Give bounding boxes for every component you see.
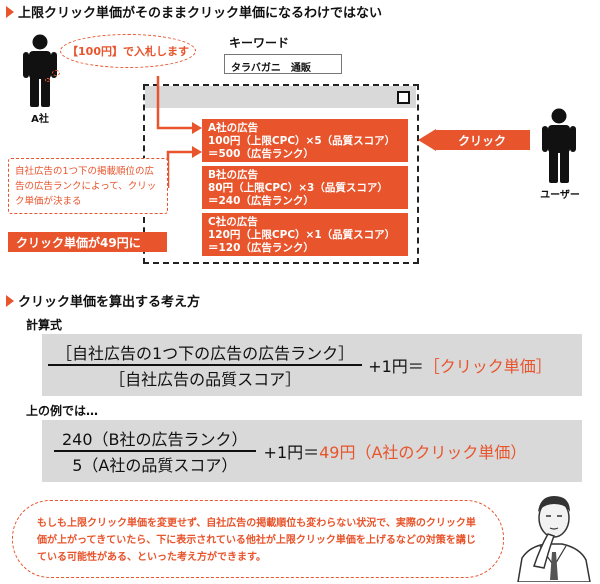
connector-arrows <box>156 76 202 188</box>
bid-arrowhead-icon <box>192 122 202 134</box>
ad-c-line2: ＝120（広告ランク） <box>208 242 314 254</box>
formula-example-denominator: 5（A社の品質スコア） <box>72 456 238 475</box>
ad-c[interactable]: C社の広告 120円（上限CPC）×1（品質スコア） ＝120（広告ランク） <box>202 213 408 256</box>
ad-b[interactable]: B社の広告 80円（上限CPC）×3（品質スコア） ＝240（広告ランク） <box>202 166 408 209</box>
bottom-note: もしも上限クリック単価を変更せず、自社広告の掲載順位も変わらない状況で、実際のク… <box>12 500 504 578</box>
explanation-note: 自社広告の1つ下の掲載順位の広告の広告ランクによって、クリック単価が決まる <box>8 158 168 214</box>
bottom-note-text: もしも上限クリック単価を変更せず、自社広告の掲載順位も変わらない状況で、実際のク… <box>37 518 476 563</box>
bubble-tail-dot <box>52 70 60 76</box>
formula-example-fraction: 240（B社の広告ランク） 5（A社の品質スコア） <box>54 426 256 476</box>
ad-b-line1: 80円（上限CPC）×3（品質スコア） <box>208 182 388 194</box>
fraction-bar <box>54 450 256 452</box>
ad-b-line2: ＝240（広告ランク） <box>208 195 314 207</box>
click-tag: クリック <box>434 130 530 150</box>
section1-title-text: 上限クリック単価がそのままクリック単価になるわけではない <box>18 6 383 21</box>
bid-bubble: 【100円】で入札します <box>60 34 196 68</box>
keyword-label: キーワード <box>229 36 290 50</box>
ad-c-line1: 120円（上限CPC）×1（品質スコア） <box>208 229 396 241</box>
advertiser-person-icon <box>23 34 57 107</box>
section2-title-text: クリック単価を算出する考え方 <box>18 295 201 310</box>
ad-b-name: B社の広告 <box>208 169 259 181</box>
ad-a-line2: ＝500（広告ランク） <box>208 148 314 160</box>
ad-a-name: A社の広告 <box>208 122 259 134</box>
user-person-icon <box>542 108 576 183</box>
formula-general-result: ［クリック単価］ <box>423 357 552 376</box>
section2-title: クリック単価を算出する考え方 <box>6 291 200 310</box>
fraction-bar <box>48 364 363 366</box>
section1-title: 上限クリック単価がそのままクリック単価になるわけではない <box>6 2 382 21</box>
bid-arrow <box>156 76 194 130</box>
formula-general-denominator: ［自社広告の品質スコア］ <box>109 370 302 389</box>
formula-label: 計算式 <box>26 318 63 332</box>
triangle-bullet-icon <box>6 5 14 18</box>
explanation-note-text: 自社広告の1つ下の掲載順位の広告の広告ランクによって、クリック単価が決まる <box>15 166 157 207</box>
result-tag: クリック単価が49円に <box>8 232 167 252</box>
ad-a-line1: 100円（上限CPC）×5（品質スコア） <box>208 135 396 147</box>
window-titlebar <box>145 86 416 108</box>
formula-example: 240（B社の広告ランク） 5（A社の品質スコア） +1円＝ 49円（A社のクリ… <box>42 420 582 482</box>
ad-c-name: C社の広告 <box>208 216 258 228</box>
bid-bubble-text: 【100円】で入札します <box>67 45 189 58</box>
formula-example-numerator: 240（B社の広告ランク） <box>62 430 248 449</box>
advertiser-label: A社 <box>31 114 49 125</box>
triangle-bullet-icon <box>6 294 14 307</box>
formula-general-plus: +1円＝ <box>368 357 424 376</box>
rank-arrow <box>166 150 194 188</box>
window-maximize-icon[interactable] <box>397 91 410 104</box>
formula-general: ［自社広告の1つ下の広告の広告ランク］ ［自社広告の品質スコア］ +1円＝ ［ク… <box>42 334 582 396</box>
formula-example-plus: +1円＝ <box>263 443 320 462</box>
example-label: 上の例では… <box>26 404 99 418</box>
thinking-man-illustration <box>517 496 591 582</box>
bubble-tail-dot <box>45 78 50 82</box>
ad-a[interactable]: A社の広告 100円（上限CPC）×5（品質スコア） ＝500（広告ランク） <box>202 119 408 162</box>
keyword-search-input[interactable]: タラバガニ 通販 <box>224 54 342 74</box>
formula-general-fraction: ［自社広告の1つ下の広告の広告ランク］ ［自社広告の品質スコア］ <box>48 340 363 390</box>
user-label: ユーザー <box>540 190 580 201</box>
click-tag-text: クリック <box>457 133 506 148</box>
search-results-window <box>143 84 419 264</box>
result-tag-text: クリック単価が49円に <box>16 235 141 250</box>
formula-general-numerator: ［自社広告の1つ下の広告の広告ランク］ <box>56 344 355 363</box>
formula-example-result: 49円（A社のクリック単価） <box>319 443 527 462</box>
click-arrowhead-icon <box>418 129 436 151</box>
rank-arrowhead-icon <box>192 146 202 158</box>
